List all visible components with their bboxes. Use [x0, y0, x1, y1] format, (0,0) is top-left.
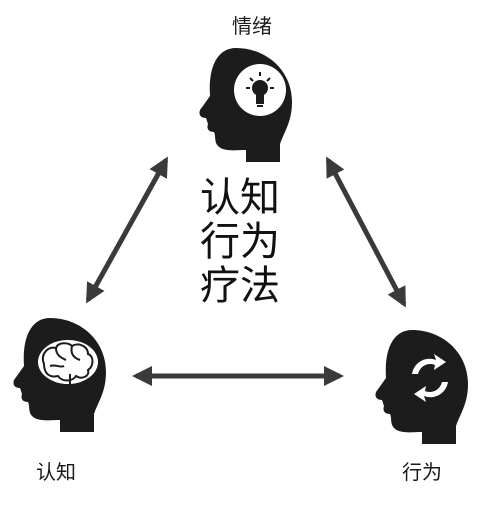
arrow-emotion-cognition: [85, 156, 169, 304]
behavior-head-icon: [375, 330, 468, 444]
behavior-label: 行为: [402, 460, 442, 484]
center-title: 认知 行为 疗法: [190, 176, 290, 308]
emotion-head-icon: [199, 48, 292, 162]
center-title-line-1: 认知: [200, 175, 280, 221]
cognition-head-icon: [13, 318, 107, 432]
center-title-line-3: 疗法: [200, 263, 280, 309]
refresh-arrows-icon: [412, 354, 448, 402]
cognition-label: 认知: [36, 460, 76, 484]
arrow-emotion-behavior: [325, 156, 407, 308]
center-title-line-2: 行为: [200, 219, 280, 265]
lightbulb-icon: [246, 72, 274, 107]
brain-icon: [42, 342, 94, 386]
emotion-label: 情绪: [232, 14, 272, 38]
